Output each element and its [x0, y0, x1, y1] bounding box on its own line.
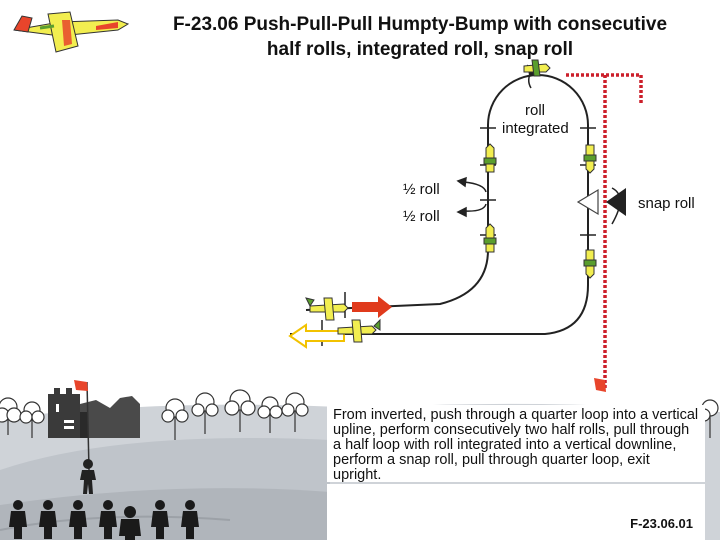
- center-line: [566, 73, 643, 388]
- title-line-1: F-23.06 Push-Pull-Pull Humpty-Bump with …: [172, 14, 668, 35]
- exit-arrow-icon: [288, 323, 345, 349]
- center-flag-icon: [594, 378, 606, 392]
- snap-roll-triangle-icon: [576, 188, 626, 216]
- pilot-icon: [80, 459, 96, 494]
- page-title: F-23.06 Push-Pull-Pull Humpty-Bump with …: [130, 12, 710, 62]
- figure-code: F-23.06.01: [630, 516, 693, 531]
- title-line-2: half rolls, integrated roll, snap roll: [266, 39, 574, 60]
- judge-icon: [9, 500, 199, 540]
- label-snap-roll: snap roll: [638, 195, 695, 212]
- tree-icon: [0, 389, 719, 440]
- aircraft-logo-icon: [13, 11, 130, 53]
- description-text: From inverted, push through a quarter lo…: [327, 405, 705, 483]
- flag-icon: [74, 380, 90, 471]
- aircraft-icon: [305, 59, 597, 343]
- roll-ticks: [321, 127, 596, 346]
- label-half-roll-2: ½ roll: [403, 208, 440, 225]
- castle-icon: [48, 388, 140, 438]
- figure-code-box: F-23.06.01: [327, 484, 705, 540]
- label-roll: roll: [525, 102, 546, 119]
- label-half-roll-1: ½ roll: [403, 181, 440, 198]
- entry-arrow-icon: [352, 296, 392, 318]
- label-integrated: integrated: [502, 120, 569, 137]
